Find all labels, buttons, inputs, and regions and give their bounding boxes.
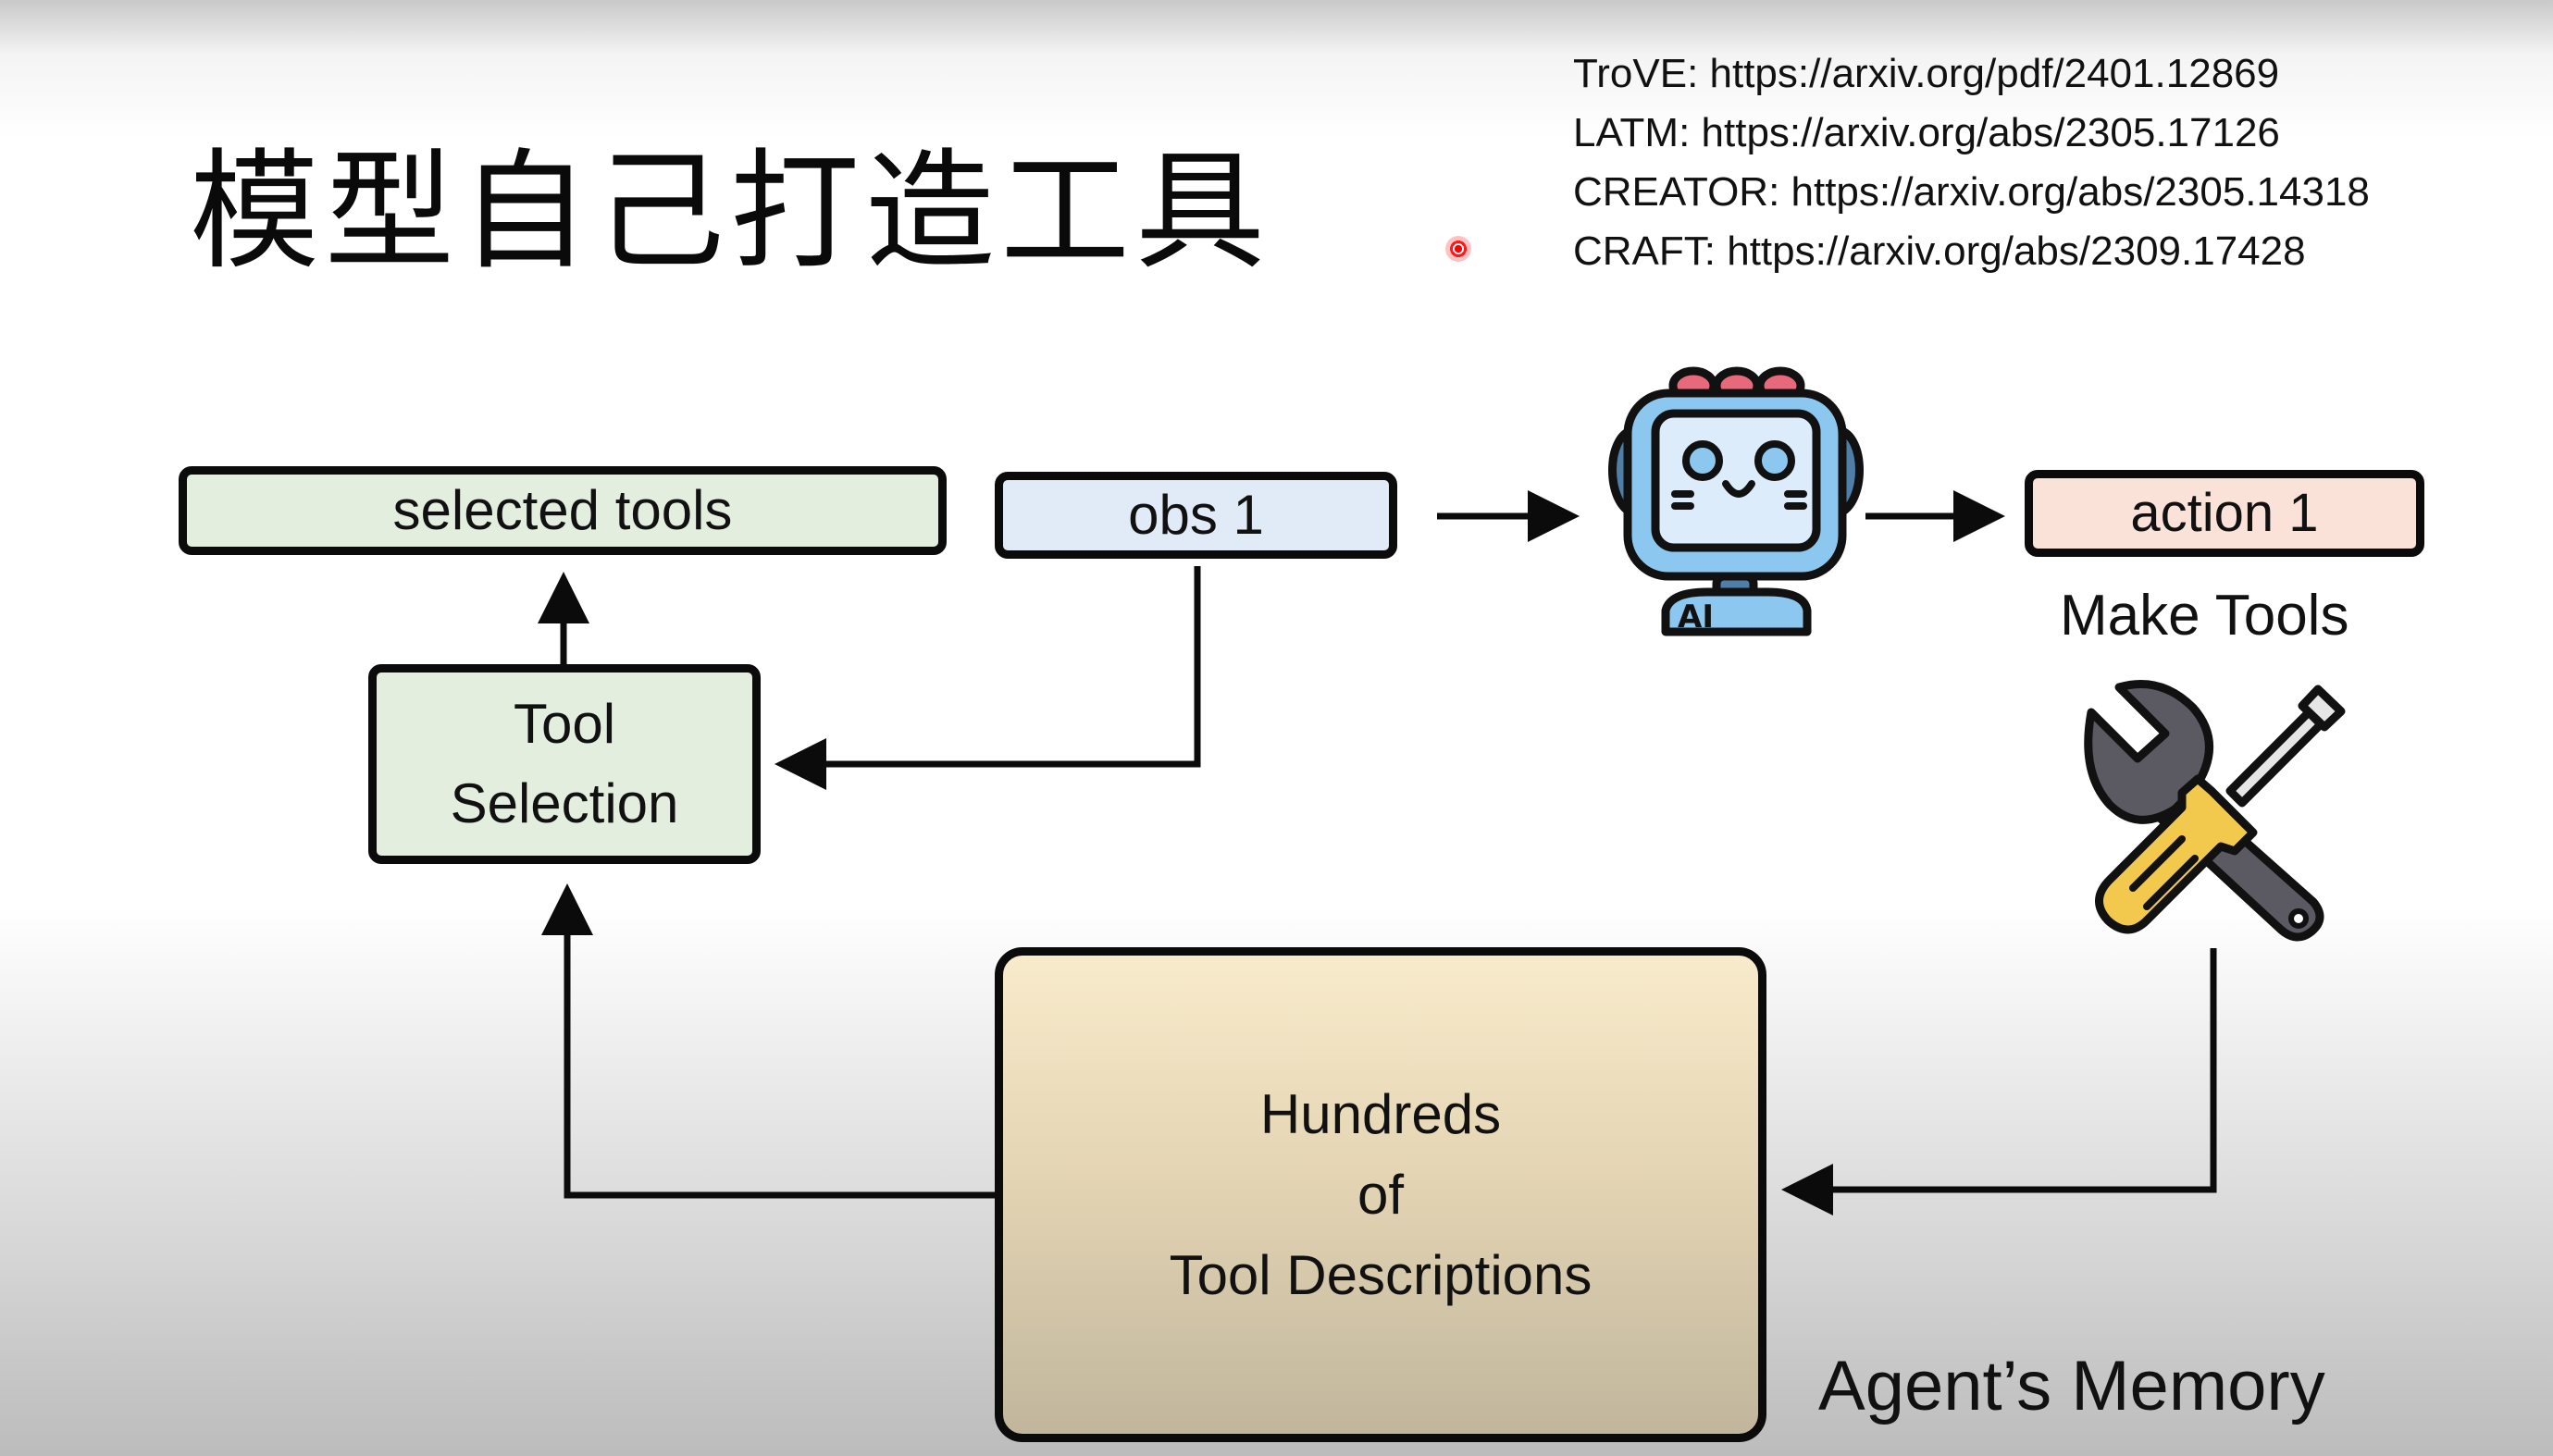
action-box: action 1 <box>2025 470 2424 557</box>
reference-craft[interactable]: CRAFT: https://arxiv.org/abs/2309.17428 <box>1573 228 2306 274</box>
selected-tools-label: selected tools <box>392 479 733 541</box>
wrench-screwdriver-icon <box>2084 680 2346 942</box>
observation-label: obs 1 <box>1128 484 1264 546</box>
memory-label-line1: Hundreds <box>1259 1083 1502 1145</box>
arrow-obs-to-tool-selection <box>775 566 1201 790</box>
agents-memory-label: Agent’s Memory <box>1818 1347 2325 1425</box>
robot-ai-icon: AI <box>1608 366 1864 636</box>
tool-selection-label-line1: Tool <box>513 693 616 755</box>
action-label: action 1 <box>2130 483 2319 543</box>
reference-creator[interactable]: CREATOR: https://arxiv.org/abs/2305.1431… <box>1573 169 2370 215</box>
arrow-make-tools-to-memory <box>1781 948 2217 1215</box>
reference-trove[interactable]: TroVE: https://arxiv.org/pdf/2401.12869 <box>1573 51 2280 96</box>
tool-selection-label-line2: Selection <box>450 772 679 834</box>
make-tools-label: Make Tools <box>2060 584 2349 648</box>
selected-tools-box: selected tools <box>179 466 947 555</box>
tool-descriptions-memory-box: Hundreds of Tool Descriptions <box>995 947 1766 1442</box>
slide-title: 模型自己打造工具 <box>190 137 1271 288</box>
observation-box: obs 1 <box>995 472 1397 559</box>
memory-label-line3: Tool Descriptions <box>1169 1244 1593 1306</box>
memory-label-line2: of <box>1357 1164 1405 1226</box>
laser-pointer-icon <box>1445 236 1471 262</box>
tool-selection-box: Tool Selection <box>368 664 761 864</box>
reference-latm[interactable]: LATM: https://arxiv.org/abs/2305.17126 <box>1573 110 2280 155</box>
robot-badge-text: AI <box>1678 598 1714 635</box>
arrow-memory-to-tool-selection <box>541 883 995 1199</box>
references-list: TroVE: https://arxiv.org/pdf/2401.12869 … <box>1573 44 2370 281</box>
